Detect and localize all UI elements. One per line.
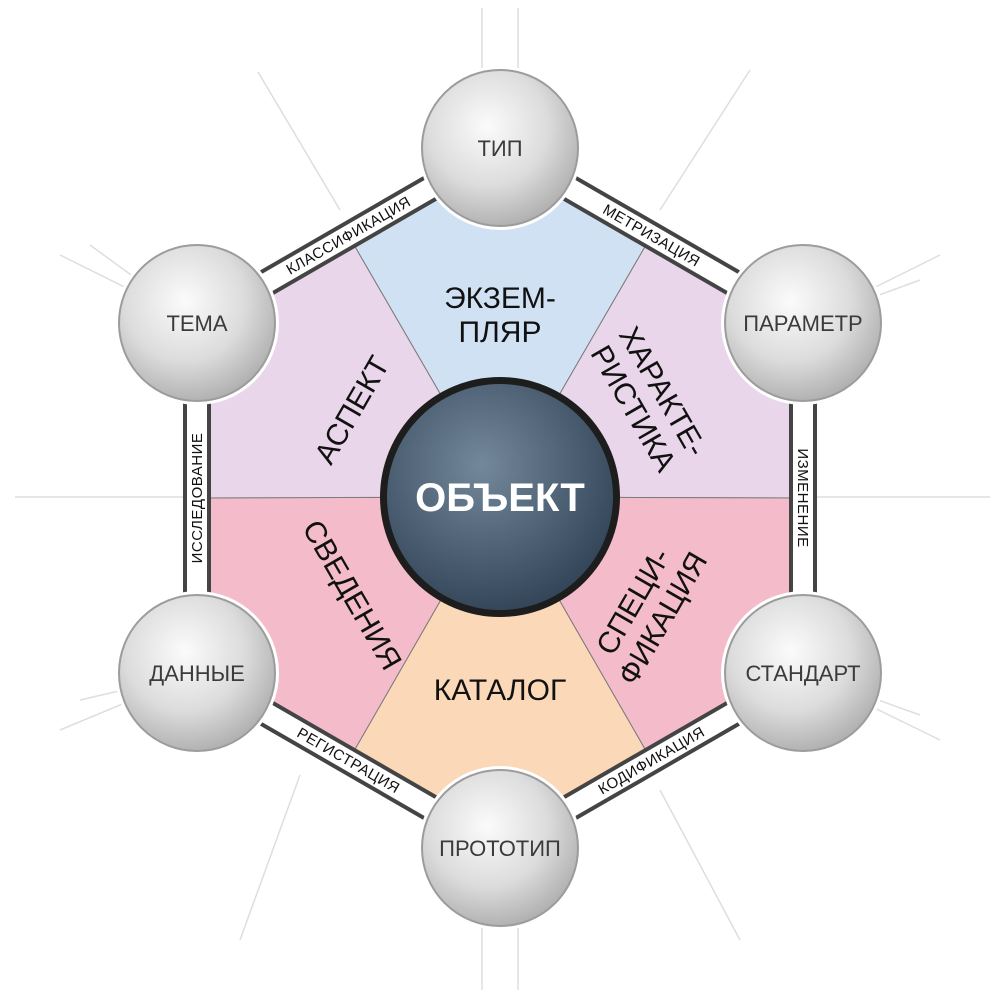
ray-line (659, 789, 741, 941)
ray-line (239, 774, 301, 941)
node-lower-right: СТАНДАРТ (721, 591, 885, 755)
node-label: ДАННЫЕ (149, 661, 245, 686)
node-sphere (724, 244, 882, 402)
node-sphere (118, 244, 276, 402)
node-label: СТАНДАРТ (745, 661, 860, 686)
node-sphere (421, 769, 579, 927)
node-upper-right: ПАРАМЕТР (721, 241, 885, 405)
center-node: ОБЪЕКТ (380, 377, 620, 617)
node-label: ТИП (477, 136, 522, 161)
vertex-nodes: ТИП ПАРАМЕТР СТАНДАРТ ПРОТОТИП ДАННЫЕ ТЕМА (115, 66, 885, 930)
node-sphere (118, 594, 276, 752)
sector-label-line: ЭКЗЕМ- (444, 282, 556, 315)
sector-label-bottom: КАТАЛОГ (434, 674, 566, 707)
node-lower-left: ДАННЫЕ (115, 591, 279, 755)
node-top: ТИП (418, 66, 582, 230)
node-bottom: ПРОТОТИП (418, 766, 582, 930)
node-upper-left: ТЕМА (115, 241, 279, 405)
edge-label-upper-right-lower-right: ИЗМЕНЕНИЕ (794, 448, 811, 547)
sector-label-line: КАТАЛОГ (434, 674, 566, 707)
center-label: ОБЪЕКТ (415, 476, 585, 520)
node-sphere (724, 594, 882, 752)
node-sphere (421, 69, 579, 227)
ray-line (659, 69, 751, 211)
node-label: ТЕМА (166, 311, 227, 336)
sector-label-top: ЭКЗЕМ-ПЛЯР (444, 282, 556, 349)
ray-line (257, 71, 341, 211)
node-label: ПРОТОТИП (439, 836, 561, 861)
edge-label-lower-left-upper-left: ИССЛЕДОВАНИЕ (189, 433, 206, 564)
sector-label-line: ПЛЯР (459, 316, 542, 349)
node-label: ПАРАМЕТР (743, 311, 862, 336)
